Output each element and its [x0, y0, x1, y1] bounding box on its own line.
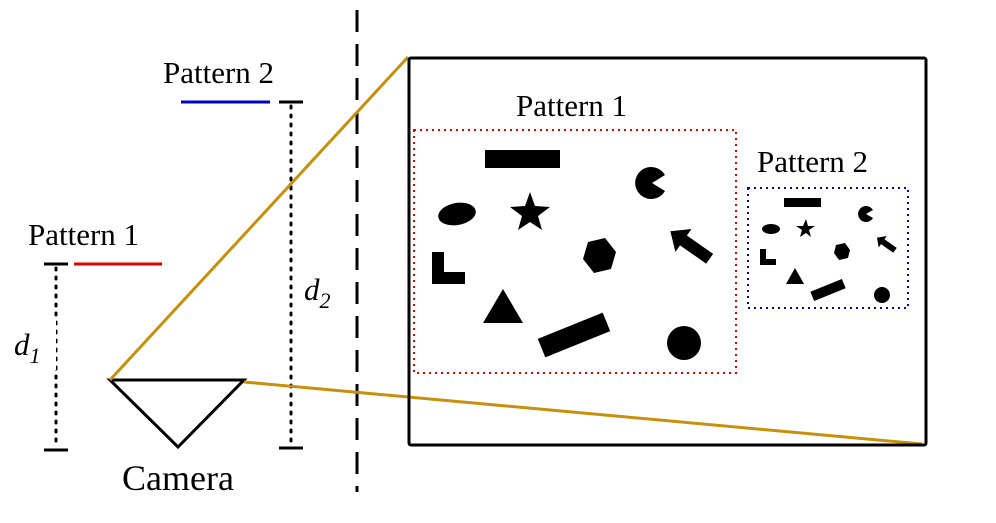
l-shape: [432, 252, 465, 284]
camera-view-frame: [407, 56, 928, 447]
rectangle-shape-small: [784, 198, 821, 207]
d1-label: d1: [14, 327, 41, 368]
pattern1-view-box: [413, 129, 737, 374]
pattern2-view-label: Pattern 2: [757, 144, 868, 179]
camera-label: Camera: [122, 458, 234, 498]
d2-label: d2: [304, 272, 331, 313]
rectangle-shape: [485, 150, 560, 168]
bar-shape: [537, 312, 611, 358]
star-shape-small: [796, 219, 815, 237]
ellipse-shape-small: [762, 224, 780, 234]
pattern2-view-box: [747, 187, 909, 309]
triangle-shape-small: [786, 268, 804, 284]
fov-ray-bottom: [243, 380, 923, 446]
star-shape: [510, 192, 550, 230]
bar-shape-small: [810, 278, 846, 302]
fov-ray-top: [108, 55, 410, 382]
arrow-shape-small: [876, 235, 897, 253]
triangle-shape: [483, 289, 523, 323]
circle-shape: [667, 326, 701, 360]
pattern1-view-label: Pattern 1: [516, 88, 627, 123]
arrow-shape: [670, 228, 714, 264]
pattern2-left-label: Pattern 2: [163, 55, 274, 90]
hexagon-shape: [583, 238, 616, 273]
hexagon-shape-small: [834, 243, 850, 260]
pattern1-shapes: [432, 150, 714, 360]
l-shape-small: [760, 249, 776, 265]
pattern1-left-label: Pattern 1: [28, 217, 139, 252]
camera-icon: [106, 378, 248, 450]
pattern2-shapes: [760, 198, 897, 303]
circle-shape-small: [874, 287, 890, 303]
pacman-shape: [635, 167, 665, 199]
pacman-shape-small: [858, 205, 873, 222]
ellipse-shape: [438, 202, 476, 226]
